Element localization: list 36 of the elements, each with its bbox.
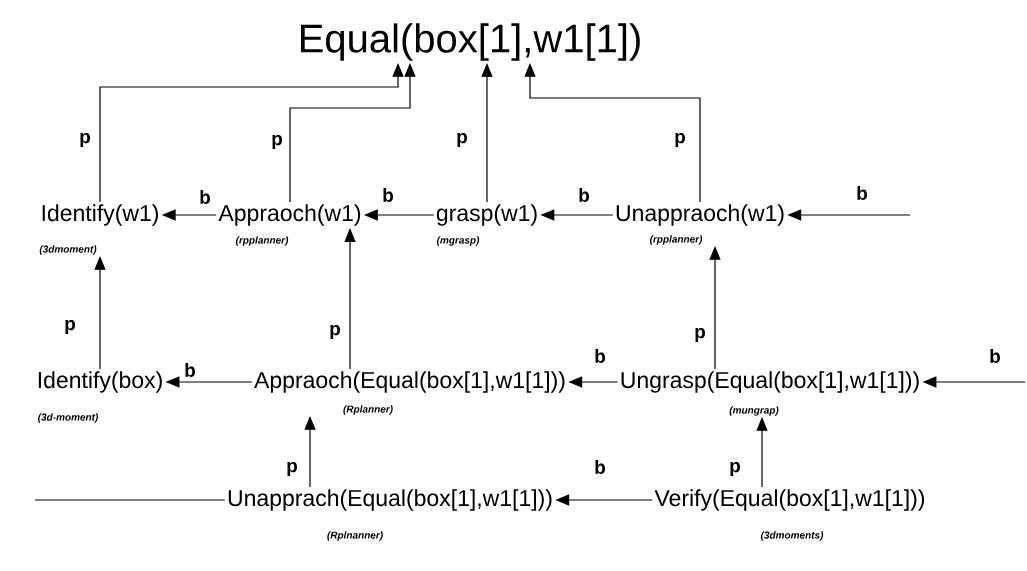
edge-label: p — [78, 131, 92, 149]
term-text: Identify(box) — [38, 371, 162, 393]
annotation-text: (rpplanner) — [236, 236, 289, 246]
edge-label: p — [285, 460, 299, 478]
term-text: Appraoch(w1) — [218, 204, 361, 226]
term-text: Unappraoch(w1) — [616, 204, 784, 226]
annotation-text: (mgrasp) — [437, 236, 480, 246]
edge-label: p — [270, 133, 284, 151]
edge-label: p — [63, 318, 77, 336]
heading-text: Equal(box[1],w1[1]) — [300, 23, 640, 61]
edge-label: p — [328, 323, 342, 341]
annotation-text: (Rplnanner) — [327, 531, 383, 541]
term-text: Verify(Equal(box[1],w1[1])) — [654, 489, 925, 511]
annotation-text: (3dmoment) — [39, 245, 97, 255]
term-text: Identify(w1) — [42, 204, 158, 226]
annotation-text: (Rplanner) — [343, 405, 393, 415]
edge-label: p — [728, 460, 742, 478]
annotation-text: (3dmoments) — [761, 531, 824, 541]
term-text: grasp(w1) — [436, 204, 537, 226]
annotation-text: (3d-moment) — [38, 413, 98, 423]
annotation-text: (mungrap) — [729, 406, 779, 416]
term-text: Ungrasp(Equal(box[1],w1[1])) — [621, 371, 919, 393]
edge-label: p — [673, 131, 687, 149]
term-text: Unapprach(Equal(box[1],w1[1])) — [228, 489, 552, 511]
edge-label: b — [577, 187, 591, 203]
edge-label: p — [455, 131, 469, 149]
edge-label: b — [855, 185, 869, 201]
annotation-text: (rpplanner) — [650, 235, 703, 245]
term-text: Appraoch(Equal(box[1],w1[1])) — [254, 371, 565, 393]
edge-label: b — [593, 459, 607, 475]
edge-label: b — [988, 348, 1002, 364]
edge-label: b — [183, 362, 197, 378]
edge-label: b — [593, 348, 607, 364]
edge-label: b — [381, 187, 395, 203]
edge-label: p — [693, 326, 707, 344]
edge-label: b — [198, 189, 212, 205]
